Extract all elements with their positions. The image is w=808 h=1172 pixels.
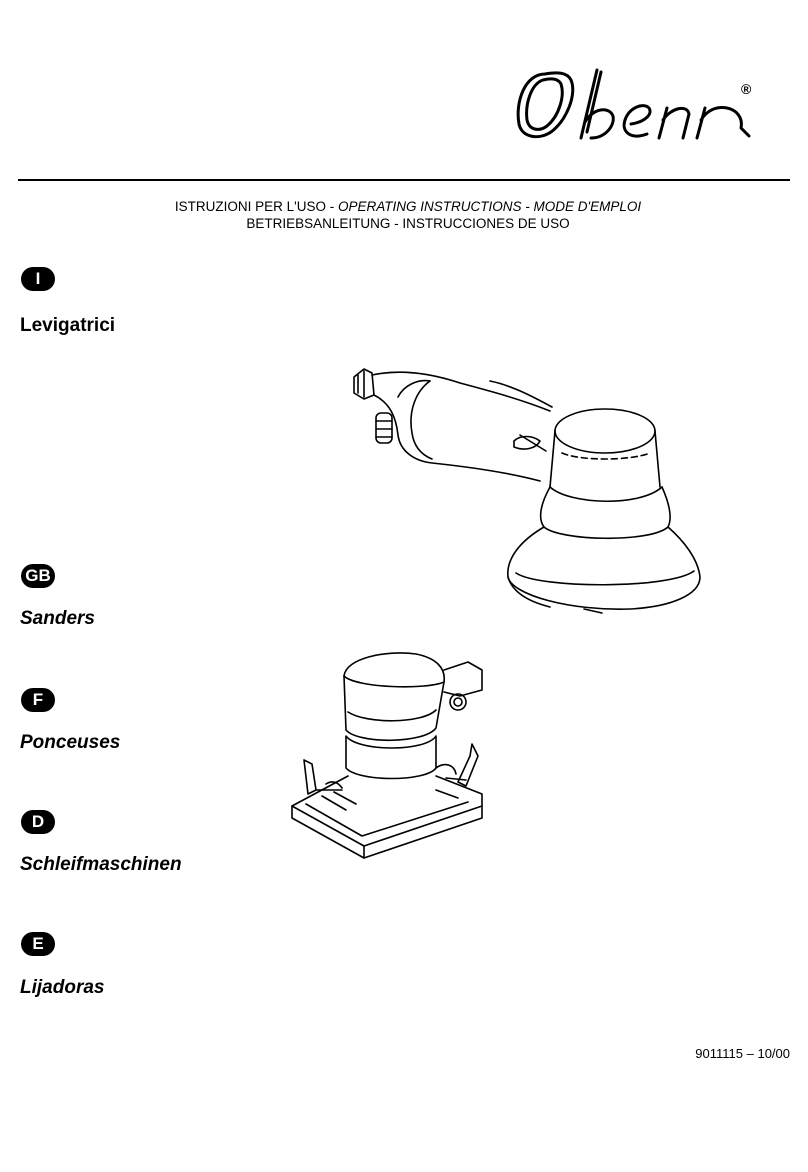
- language-title-italian: Levigatrici: [20, 315, 116, 336]
- language-badge-gb: GB: [21, 564, 55, 588]
- subtitle-italian: ISTRUZIONI PER L'USO -: [174, 199, 338, 214]
- subtitle-line-1: ISTRUZIONI PER L'USO - OPERATING INSTRUC…: [4, 198, 808, 216]
- language-title-spanish: Lijadoras: [20, 977, 105, 998]
- header-divider: [18, 179, 790, 181]
- registered-mark: ®: [741, 81, 752, 97]
- subtitle-line-2: BETRIEBSANLEITUNG - INSTRUCCIONES DE USO: [246, 216, 570, 231]
- language-title-english: Sanders: [20, 608, 95, 629]
- language-badge-i: I: [21, 267, 55, 291]
- random-orbital-sander-illustration: [353, 368, 701, 614]
- language-badge-d: D: [21, 810, 55, 834]
- language-title-french: Ponceuses: [20, 732, 121, 753]
- language-badge-f: F: [21, 688, 55, 712]
- subtitle-english-french: OPERATING INSTRUCTIONS - MODE D'EMPLOI: [338, 199, 642, 214]
- orbital-pad-sander-illustration: [291, 652, 483, 859]
- document-number: 9011115 – 10/00: [695, 1046, 790, 1061]
- language-badge-e: E: [21, 932, 55, 956]
- ober-logo: ®: [516, 68, 752, 140]
- language-title-german: Schleifmaschinen: [20, 854, 182, 875]
